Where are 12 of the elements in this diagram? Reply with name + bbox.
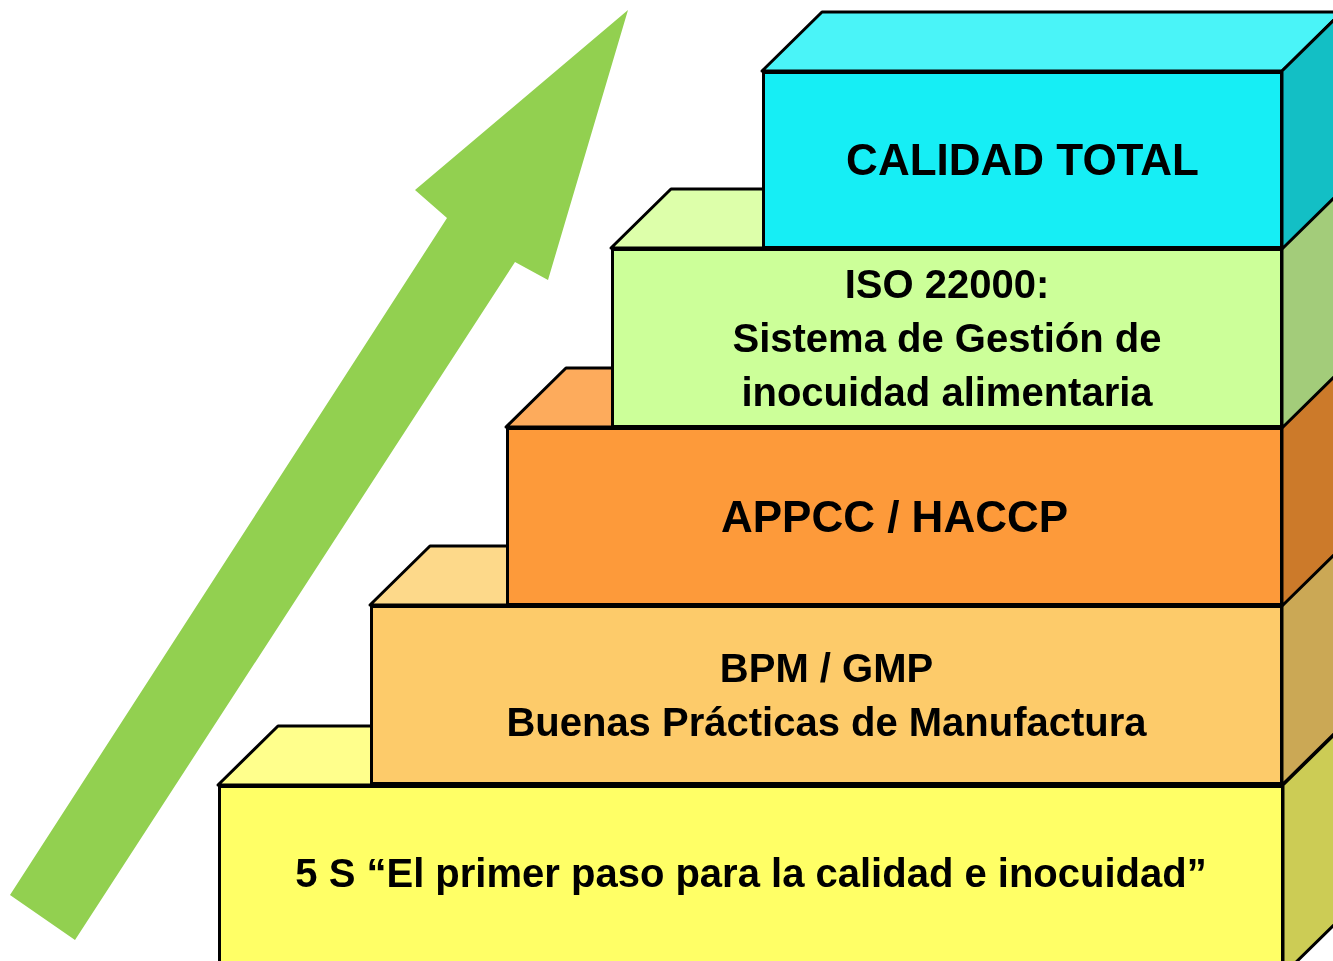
block-title: BPM / GMP	[719, 645, 934, 692]
step-block	[370, 605, 1283, 785]
block-title: ISO 22000:	[844, 261, 1050, 308]
step-block	[611, 248, 1283, 428]
step-block	[218, 785, 1284, 961]
block-text: Sistema de Gestión de inocuidad alimentaria	[731, 315, 1163, 416]
block-text: CALIDAD TOTAL	[846, 134, 1199, 186]
block-text: APPCC / HACCP	[720, 490, 1069, 543]
block-text: 5 S “El primer paso para la calidad e inocuidad”	[295, 850, 1207, 897]
step-block	[506, 427, 1283, 606]
step-block	[762, 71, 1283, 249]
block-text: Buenas Prácticas de Manufactura	[506, 699, 1147, 746]
